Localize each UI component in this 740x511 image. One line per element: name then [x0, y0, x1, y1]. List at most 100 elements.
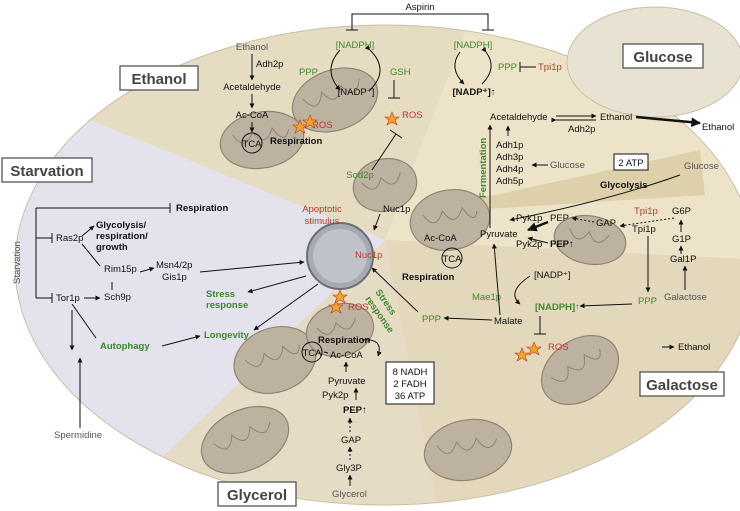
- adh5p-label: Adh5p: [496, 176, 523, 187]
- energy-atp: 36 ATP: [395, 391, 425, 402]
- starvation-vertical: Starvation: [12, 241, 23, 284]
- gal1p-label: Gal1P: [670, 254, 696, 265]
- gly-pyk2p: Pyk2p: [322, 390, 348, 401]
- ros-star: [302, 114, 318, 129]
- autophagy-label: Autophagy: [100, 341, 150, 352]
- gal-tca: TCA: [443, 254, 463, 265]
- acetaldehyde-label: Acetaldehyde: [223, 82, 281, 93]
- respiration-label: Respiration: [270, 136, 322, 147]
- energy-fadh: 2 FADH: [393, 379, 426, 390]
- longevity-label: Longevity: [204, 330, 250, 341]
- glycerol-substrate: Glycerol: [332, 489, 367, 500]
- tpi1p-red-label: Tpi1p: [634, 206, 658, 217]
- adh1p-label: Adh1p: [496, 140, 523, 151]
- center-ros-label: ROS: [348, 302, 369, 313]
- ros-star: [328, 299, 344, 314]
- fermentation-label: Fermentation: [478, 138, 489, 198]
- ethanol-substrate: Ethanol: [236, 42, 268, 53]
- glucose-nadph-label: [NADPH]: [454, 40, 493, 51]
- gly-pep: PEP↑: [343, 405, 367, 416]
- msn-label: Msn4/2p: [156, 260, 192, 271]
- nadp-up-label: [NADP⁺]↑: [452, 87, 495, 98]
- tpi1p-label: Tpi1p: [632, 224, 656, 235]
- gal-nadp: [NADP⁺]: [534, 270, 571, 281]
- ros-star: [526, 341, 542, 356]
- glycerol-region-label: Glycerol: [227, 487, 287, 504]
- spermidine-label: Spermidine: [54, 430, 102, 441]
- mae1p-label: Mae1p: [472, 292, 501, 303]
- gal-nadph: [NADPH]↑: [535, 302, 580, 313]
- nuc1p-top-label: Nuc1p: [383, 204, 410, 215]
- starvation-region-label: Starvation: [10, 163, 83, 180]
- ros-star: [384, 111, 400, 126]
- gis1p-label: Gis1p: [162, 272, 187, 283]
- gsh-label: GSH: [390, 67, 411, 78]
- gly-tca: TCA: [303, 348, 323, 359]
- aspirin-group: Aspirin: [346, 2, 494, 31]
- glycolysis-growth-1: Glycolysis/: [96, 220, 147, 231]
- region-labels: Ethanol Glucose Starvation Glycerol Gala…: [1, 43, 725, 507]
- glycolysis-growth-3: growth: [96, 242, 128, 253]
- gly-gap: GAP: [341, 435, 361, 446]
- pyruvate-label: Pyruvate: [480, 229, 518, 240]
- adh4p-label: Adh4p: [496, 164, 523, 175]
- mitochondrion: [291, 67, 379, 133]
- gly-respiration: Respiration: [318, 335, 370, 346]
- acoa-label: Ac-CoA: [236, 110, 269, 121]
- nadph-label: [NADPH]: [336, 40, 375, 51]
- sod2p-label: Sod2p: [346, 170, 373, 181]
- apoptotic-line1: Apoptotic: [302, 204, 342, 215]
- mitochondrion: [423, 418, 513, 482]
- gap-label: GAP: [596, 218, 616, 229]
- glucose-adh2p: Adh2p: [568, 124, 595, 135]
- g1p-label: G1P: [672, 234, 691, 245]
- glycolysis-growth-2: respiration/: [96, 231, 148, 242]
- mitochondria: [200, 67, 627, 482]
- energy-nadh: 8 NADH: [393, 367, 428, 378]
- gly-gly3p: Gly3P: [336, 463, 362, 474]
- galactose-substrate: Galactose: [664, 292, 707, 303]
- gly-acoa: Ac-CoA: [330, 350, 363, 361]
- ros-star: [514, 347, 530, 362]
- glucose-acetaldehyde: Acetaldehyde: [490, 112, 548, 123]
- galactose-pathway: Ac-CoA TCA Respiration Stress response […: [363, 219, 710, 353]
- aspirin-label: Aspirin: [405, 2, 434, 13]
- stress-response-1: Stress: [206, 289, 235, 300]
- tca-cycle: [241, 132, 263, 154]
- mitochondrion: [409, 189, 491, 251]
- mitochondrion: [305, 302, 375, 358]
- ros-label-2: ROS: [402, 110, 423, 121]
- gal-respiration: Respiration: [402, 272, 454, 283]
- gal-ppp-left: PPP: [422, 314, 441, 325]
- nuc1p-red-label: Nuc1p: [355, 250, 382, 261]
- gal-acoa: Ac-CoA: [424, 233, 457, 244]
- ros-star: [332, 289, 348, 304]
- tor1p-label: Tor1p: [56, 293, 80, 304]
- pyk1p-label: Pyk1p: [516, 213, 542, 224]
- mitochondrion: [200, 405, 290, 475]
- pep-up-label: PEP↑: [550, 239, 574, 250]
- stress-response-2: response: [206, 300, 248, 311]
- ethanol-pathway: Ethanol Adh2p Acetaldehyde Ac-CoA TCA Re…: [223, 40, 422, 181]
- adh2p-label: Adh2p: [256, 59, 283, 70]
- pep-label: PEP: [550, 213, 569, 224]
- starv-respiration: Respiration: [176, 203, 228, 214]
- g6p-label: G6P: [672, 206, 691, 217]
- starvation-pathway: Starvation Respiration Ras2p Glycolysis/…: [12, 203, 319, 441]
- tca-label: TCA: [243, 139, 263, 150]
- glucose-ppp-label: PPP: [498, 62, 517, 73]
- glucose-tpi1p-label: Tpi1p: [538, 62, 562, 73]
- glucose-right-label: Glucose: [684, 161, 719, 172]
- apoptotic-line2: stimulus: [305, 216, 340, 227]
- glucose-pathway: [NADPH] PPP Tpi1p [NADP⁺]↑ Acetaldehyde …: [452, 40, 734, 250]
- atp-label: 2 ATP: [618, 158, 643, 169]
- ppp-label: PPP: [299, 67, 318, 78]
- mitochondrion: [553, 214, 627, 266]
- gly-pyruvate: Pyruvate: [328, 376, 366, 387]
- pyk2p-label: Pyk2p: [516, 239, 542, 250]
- mitochondrion: [540, 334, 620, 406]
- gal-ros: ROS: [548, 342, 569, 353]
- glucose-mid-label: Glucose: [550, 160, 585, 171]
- ros-label-1: ROS: [312, 120, 333, 131]
